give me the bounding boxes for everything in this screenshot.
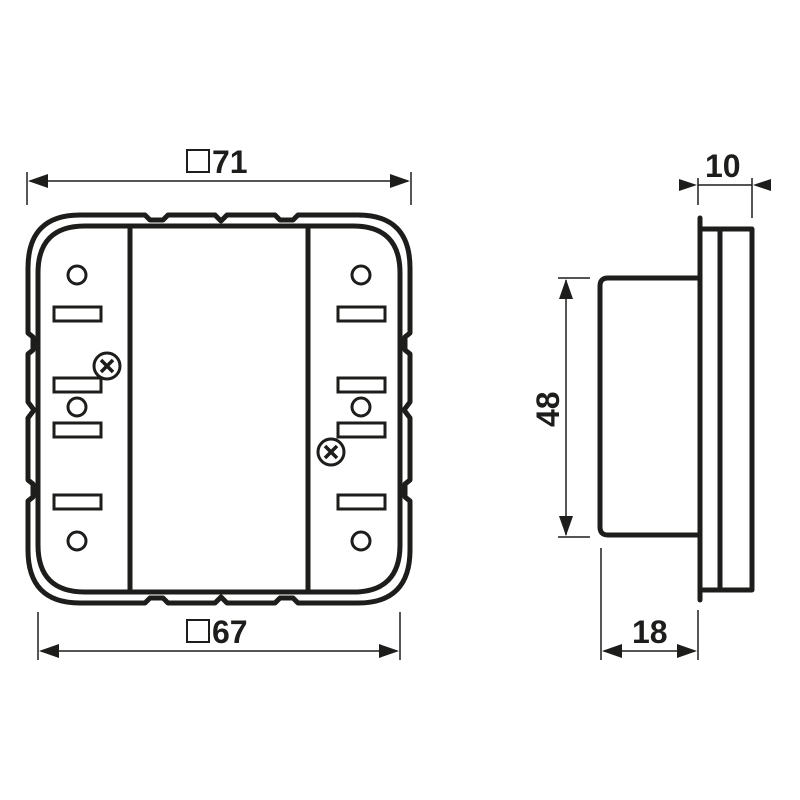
dimension-48-value: 48 bbox=[530, 391, 566, 427]
dimension-71-value: 71 bbox=[212, 144, 248, 180]
slot bbox=[52, 305, 103, 323]
square-symbol-icon bbox=[186, 149, 210, 173]
cover-frame bbox=[697, 226, 755, 593]
outer-frame bbox=[25, 212, 413, 606]
square-symbol-icon bbox=[186, 619, 210, 643]
dimension-67-value: 67 bbox=[212, 614, 248, 650]
slot bbox=[336, 421, 387, 439]
mounting-hole bbox=[66, 264, 88, 286]
dimension-71: 71 bbox=[26, 144, 412, 205]
slot bbox=[336, 305, 387, 323]
mounting-hole bbox=[350, 530, 372, 552]
slot bbox=[52, 493, 103, 511]
left-column bbox=[52, 264, 103, 552]
slot bbox=[336, 376, 387, 394]
dimension-10: 10 bbox=[679, 148, 771, 218]
dimension-67: 67 bbox=[37, 612, 401, 660]
slot bbox=[52, 376, 103, 394]
mounting-hole bbox=[350, 396, 372, 418]
screw-icon bbox=[316, 437, 346, 467]
side-view: 10 48 18 bbox=[530, 148, 771, 660]
dimension-48: 48 bbox=[530, 277, 590, 538]
mounting-hole bbox=[350, 264, 372, 286]
right-column bbox=[336, 264, 387, 552]
screw-icon bbox=[92, 351, 122, 381]
dimension-10-value: 10 bbox=[705, 148, 741, 184]
slot bbox=[52, 421, 103, 439]
front-view: 71 bbox=[25, 144, 413, 660]
inner-frame bbox=[35, 223, 403, 595]
mounting-hole bbox=[66, 530, 88, 552]
dimension-18: 18 bbox=[600, 548, 699, 660]
insert-body bbox=[597, 275, 701, 538]
dimension-18-value: 18 bbox=[632, 614, 668, 650]
mounting-hole bbox=[66, 396, 88, 418]
slot bbox=[336, 493, 387, 511]
